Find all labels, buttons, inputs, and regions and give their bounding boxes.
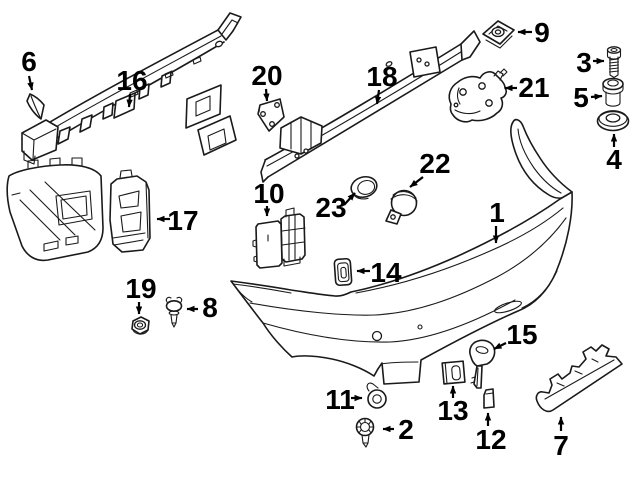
callout-12: 12 xyxy=(475,412,507,455)
callout-6-label: 6 xyxy=(21,46,37,77)
callout-22-arrow xyxy=(409,176,424,188)
callout-10-label: 10 xyxy=(253,178,284,209)
callout-1: 1 xyxy=(489,197,505,244)
callout-2-label: 2 xyxy=(398,414,414,445)
callout-14: 14 xyxy=(356,257,402,288)
callout-9-label: 9 xyxy=(534,17,550,48)
part-bolt xyxy=(606,46,622,79)
callout-8-label: 8 xyxy=(202,292,218,323)
part-screw-rivet xyxy=(165,296,183,328)
callout-5-arrow xyxy=(590,93,603,100)
callout-12-label: 12 xyxy=(475,424,506,455)
callout-9: 9 xyxy=(517,17,550,48)
callout-23-label: 23 xyxy=(315,192,346,223)
callout-7-label: 7 xyxy=(553,430,569,461)
part-insert xyxy=(483,388,495,409)
callout-23-arrow xyxy=(343,192,356,206)
callout-23: 23 xyxy=(315,192,356,223)
callout-22-label: 22 xyxy=(419,148,450,179)
part-gusset-plate xyxy=(257,98,285,132)
callout-20: 20 xyxy=(251,60,283,102)
callout-19-label: 19 xyxy=(125,273,156,304)
callout-16-arrow xyxy=(126,93,133,108)
part-center-bracket xyxy=(252,207,306,269)
callout-6-arrow xyxy=(27,75,34,91)
callout-17-label: 17 xyxy=(167,205,198,236)
callout-16-label: 16 xyxy=(116,65,147,96)
part-clip-nut xyxy=(482,20,515,49)
part-sensor-ring xyxy=(350,175,378,200)
callout-15: 15 xyxy=(493,319,538,350)
part-foil-wedge xyxy=(26,93,45,120)
part-torx-screw xyxy=(355,417,375,448)
part-spacer-sleeve xyxy=(602,77,624,107)
callout-15-label: 15 xyxy=(506,319,537,350)
callout-7: 7 xyxy=(553,416,569,461)
part-plate-bracket xyxy=(441,360,466,385)
callout-13-label: 13 xyxy=(437,395,468,426)
part-parking-sensor xyxy=(385,189,418,225)
callout-10: 10 xyxy=(253,178,285,217)
part-hex-nut xyxy=(131,316,150,335)
callout-6: 6 xyxy=(21,46,37,91)
part-side-bracket-pair xyxy=(6,157,151,262)
callout-5: 5 xyxy=(573,82,603,113)
callout-8: 8 xyxy=(186,292,218,323)
callout-11-label: 11 xyxy=(325,384,355,415)
part-clip xyxy=(333,257,353,287)
part-grommet-washer xyxy=(596,110,630,132)
callout-22: 22 xyxy=(409,148,451,188)
callout-11: 11 xyxy=(325,384,363,415)
part-key xyxy=(469,339,496,389)
callout-18-arrow xyxy=(374,89,382,105)
callout-21-label: 21 xyxy=(518,72,549,103)
part-bumper-cover xyxy=(230,118,573,385)
part-grommet xyxy=(366,382,387,409)
callout-4-label: 4 xyxy=(606,144,622,175)
part-impact-bar xyxy=(260,30,481,183)
callout-15-arrow xyxy=(493,342,507,350)
callout-13: 13 xyxy=(437,385,469,426)
callout-17: 17 xyxy=(156,205,199,236)
callout-18: 18 xyxy=(366,61,398,105)
callout-21: 21 xyxy=(504,72,550,103)
callout-1-label: 1 xyxy=(489,197,505,228)
callout-2: 2 xyxy=(382,414,414,445)
callout-19: 19 xyxy=(125,273,157,315)
part-mounting-bracket xyxy=(448,68,508,123)
part-upper-carrier-rail xyxy=(21,12,242,165)
callout-20-arrow xyxy=(263,88,270,102)
callout-3-label: 3 xyxy=(576,47,592,78)
part-protection-shield xyxy=(535,344,623,413)
callout-4: 4 xyxy=(606,133,622,175)
callout-16: 16 xyxy=(116,65,148,108)
callout-14-label: 14 xyxy=(370,257,402,288)
callout-18-label: 18 xyxy=(366,61,397,92)
callout-5-label: 5 xyxy=(573,82,589,113)
callout-20-label: 20 xyxy=(251,60,282,91)
callout-3: 3 xyxy=(576,47,605,78)
